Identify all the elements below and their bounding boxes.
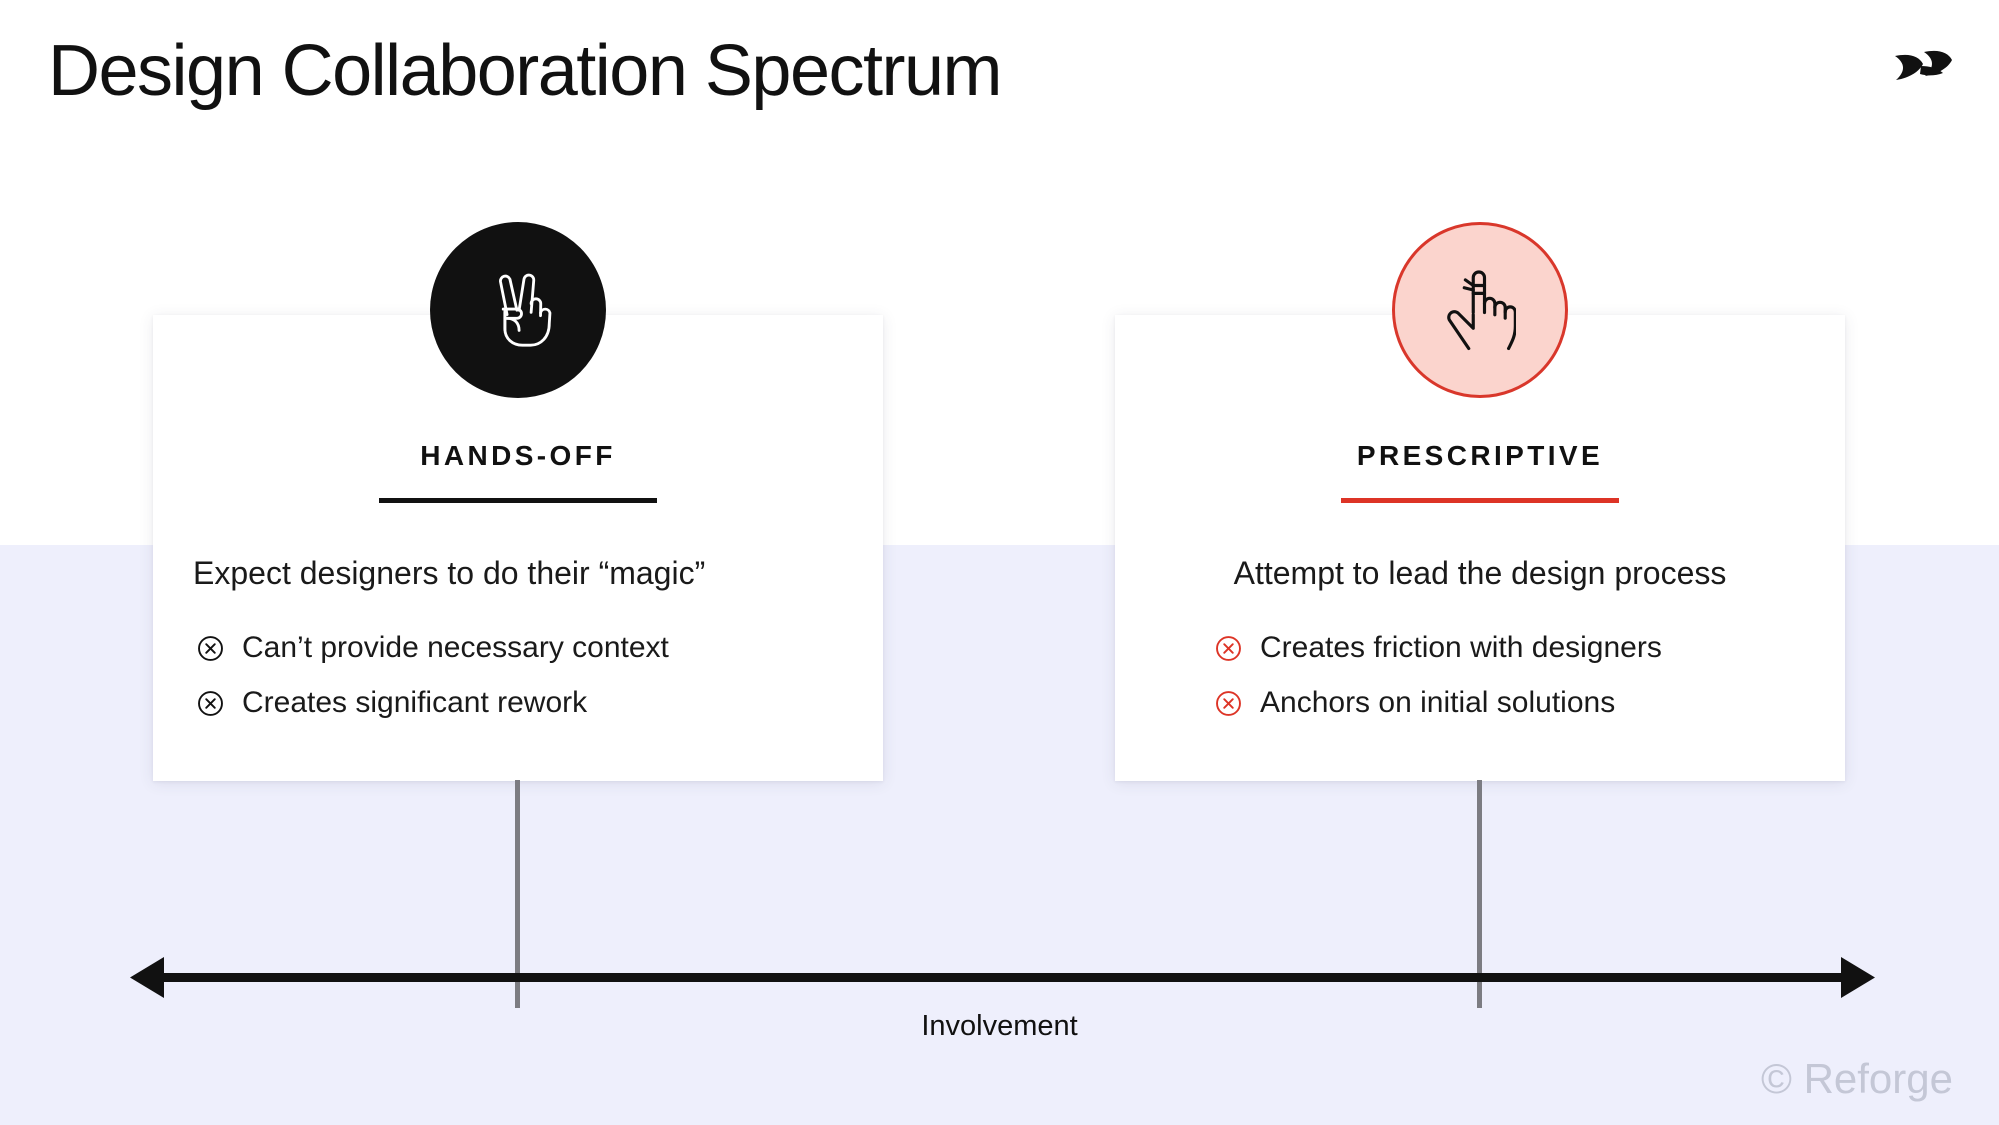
list-item-label: Creates friction with designers — [1260, 631, 1662, 664]
circle-x-icon — [197, 690, 224, 717]
pointing-finger-reminder-icon — [1444, 263, 1517, 358]
reforge-logo-icon — [1893, 42, 1955, 94]
badge-hands-off — [430, 222, 606, 398]
card-lead-text: Expect designers to do their “magic” — [193, 555, 706, 591]
page-title: Design Collaboration Spectrum — [48, 31, 1003, 111]
list-item-label: Can’t provide necessary context — [242, 631, 669, 664]
list-item: Anchors on initial solutions — [1215, 685, 1805, 721]
card-header: PRESCRIPTIVE — [1115, 440, 1845, 503]
circle-x-icon — [197, 635, 224, 662]
peace-hand-icon — [483, 264, 553, 357]
circle-x-icon — [1215, 690, 1242, 717]
list-item: Creates significant rework — [197, 685, 843, 721]
title-underline — [1341, 498, 1619, 503]
list-item-label: Anchors on initial solutions — [1260, 686, 1616, 719]
footer-credit: © Reforge — [1760, 1055, 1953, 1102]
card-lead-text: Attempt to lead the design process — [1233, 555, 1727, 591]
connector-line-hands-off — [515, 780, 520, 1008]
list-item-label: Creates significant rework — [242, 686, 588, 719]
list-item: Creates friction with designers — [1215, 630, 1805, 666]
card-title: PRESCRIPTIVE — [1356, 440, 1604, 471]
title-underline — [379, 498, 657, 503]
list-item: Can’t provide necessary context — [197, 630, 843, 666]
badge-prescriptive — [1392, 222, 1568, 398]
card-bullet-list: Creates friction with designers Anchors … — [1215, 630, 1805, 740]
circle-x-icon — [1215, 635, 1242, 662]
card-header: HANDS-OFF — [153, 440, 883, 503]
card-bullet-list: Can’t provide necessary context Creates … — [197, 630, 843, 740]
connector-line-prescriptive — [1477, 780, 1482, 1008]
card-title: HANDS-OFF — [420, 440, 616, 471]
double-headed-arrow-icon — [130, 955, 1875, 999]
axis-label: Involvement — [921, 1010, 1078, 1042]
